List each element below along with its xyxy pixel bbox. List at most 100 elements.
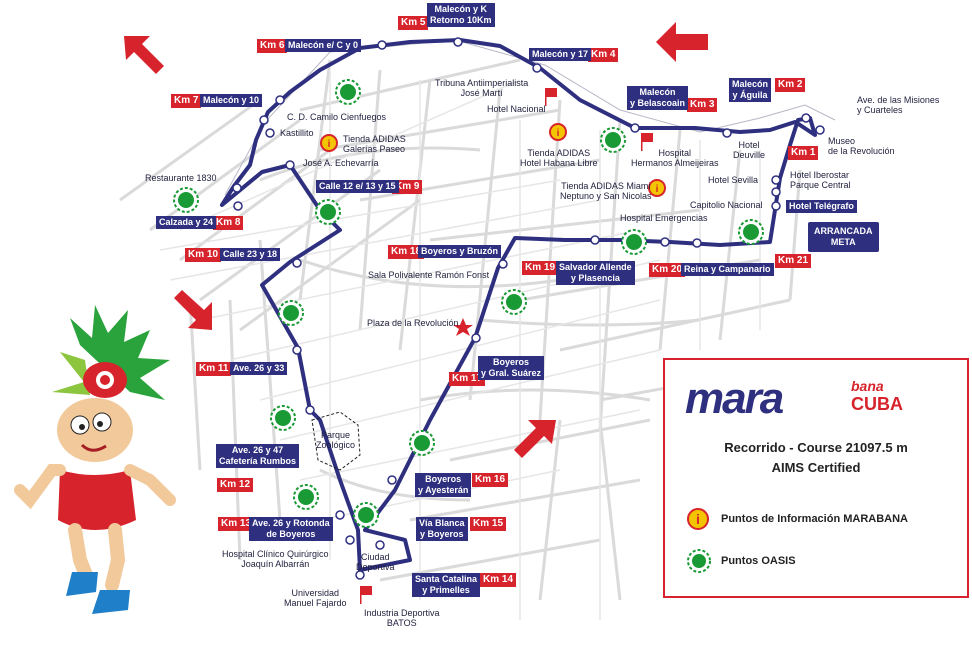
place-sala-polivalente: Sala Polivalente Ramón Fonst	[368, 270, 490, 280]
flag-icon	[641, 133, 653, 151]
route-label-malecon-belascoain: Malecón y Belascoain	[627, 86, 689, 110]
km-marker: Km 16	[472, 473, 509, 487]
arrow-up-right-icon	[514, 420, 556, 458]
oasis-icon	[353, 502, 379, 528]
route-label-malecon-aguila: Malecón y Águila	[729, 78, 772, 102]
route-label-ave26-47: Ave. 26 y 47 Cafetería Rumbos	[216, 444, 300, 468]
place-cd-camilo: C. D. Camilo Cienfuegos	[287, 112, 387, 122]
place-tienda-galerias: Tienda ADIDAS Galerías Paseo	[343, 134, 406, 154]
km-marker: Km 9	[392, 180, 423, 194]
start-finish-label: ARRANCADA META	[808, 222, 879, 252]
oasis-icon	[270, 405, 296, 431]
route-label-reina: Reina y Campanario	[681, 263, 774, 276]
oasis-icon	[335, 79, 361, 105]
km-marker: Km 8	[213, 216, 244, 230]
place-tribuna: Tribuna Antiimperialista José Martí	[435, 78, 529, 98]
legend-info-label: Puntos de Información MARABANA	[721, 513, 908, 525]
route-label-calle-23: Calle 23 y 18	[220, 248, 281, 261]
oasis-icon	[173, 187, 199, 213]
place-plaza: Plaza de la Revolución	[367, 318, 459, 328]
place-hotel-deuville: Hotel Deuville	[733, 140, 766, 160]
oasis-points	[173, 79, 764, 528]
place-hospital-emergencias: Hospital Emergencias	[620, 213, 708, 223]
place-kastillito: Kastillito	[280, 128, 314, 138]
route-label-boyeros-suarez: Boyeros y Gral. Suárez	[478, 356, 545, 380]
oasis-icon	[409, 430, 435, 456]
route-label-ave26-33: Ave. 26 y 33	[230, 362, 288, 375]
course-certification: AIMS Certified	[771, 460, 861, 475]
place-capitolio: Capitolio Nacional	[690, 200, 763, 210]
brand-logo-main: mara	[685, 374, 784, 423]
place-ave-misiones: Ave. de las Misiones y Cuarteles	[857, 95, 940, 115]
brand-logo-sub2: CUBA	[851, 394, 903, 414]
star-icon	[453, 318, 473, 336]
oasis-icon	[738, 219, 764, 245]
place-museo: Museo de la Revolución	[828, 136, 895, 156]
svg-text:i: i	[328, 139, 331, 150]
km-marker: Km 15	[470, 517, 507, 531]
km-marker: Km 20	[649, 263, 686, 277]
direction-arrows	[124, 22, 708, 458]
route-label-calzada-24: Calzada y 24	[156, 216, 217, 229]
flag-icon	[360, 586, 372, 604]
km-marker: Km 7	[171, 94, 202, 108]
route-label-malecon-17: Malecón y 17	[529, 48, 592, 61]
route-label-boyeros-bruzon: Boyeros y Bruzón	[418, 245, 502, 258]
svg-text:i: i	[557, 128, 560, 139]
route-label-malecon-c0: Malecón e/ C y 0	[285, 39, 362, 52]
arrow-left-icon	[656, 22, 708, 62]
km-marker: Km 19	[522, 261, 559, 275]
arrow-down-right-icon	[174, 290, 212, 330]
oasis-icon	[293, 484, 319, 510]
km-marker: Km 10	[185, 248, 222, 262]
route-label-malecon-k: Malecón y K Retorno 10Km	[427, 3, 495, 27]
place-jose-echevarria: José A. Echevarría	[303, 158, 379, 168]
km-marker: Km 6	[257, 39, 288, 53]
km-marker: Km 1	[788, 146, 819, 160]
oasis-icon	[621, 229, 647, 255]
route-label-salvador-allende: Salvador Allende y Plasencia	[556, 261, 635, 285]
oasis-dashed-circle-icon	[687, 549, 711, 573]
brand-logo-sub1: bana	[851, 378, 884, 394]
place-hotel-nacional: Hotel Nacional	[487, 104, 546, 114]
km-marker: Km 17	[449, 372, 486, 386]
flag-markers	[360, 88, 653, 604]
svg-text:i: i	[656, 184, 659, 195]
oasis-icon	[600, 127, 626, 153]
info-circle-icon: i	[320, 134, 338, 152]
arrow-up-left-icon	[124, 36, 164, 74]
legend-panel: mara bana CUBA Recorrido - Course 21097.…	[663, 358, 969, 598]
place-hospital-quirurgico: Hospital Clínico Quirúrgico Joaquín Alba…	[222, 549, 329, 569]
oasis-icon	[501, 289, 527, 315]
route-label-malecon-10: Malecón y 10	[200, 94, 263, 107]
km-marker: Km 14	[480, 573, 517, 587]
oasis-icon	[315, 199, 341, 225]
place-tienda-miami: Tienda ADIDAS Miami Neptuno y San Nicola…	[560, 181, 652, 201]
place-parque-zoologico: Parque Zoológico	[316, 430, 356, 450]
oasis-icon	[278, 300, 304, 326]
place-hotel-iberostar: Hotel Iberostar Parque Central	[790, 170, 851, 190]
place-hospital-almeijeiras: Hospital Hermanos Almeijeiras	[631, 148, 719, 168]
info-points: i i i	[320, 123, 666, 197]
route-label-calle-12: Calle 12 e/ 13 y 15	[316, 180, 399, 193]
route-label-boyeros-ayesteran: Boyeros y Ayesterán	[415, 473, 472, 497]
place-ciudad-deportiva: Ciudad Deportiva	[356, 552, 395, 572]
zoo-outline	[311, 411, 361, 471]
route-waypoints	[232, 37, 825, 580]
place-restaurante-1830: Restaurante 1830	[145, 173, 217, 183]
km-marker: Km 2	[775, 78, 806, 92]
km-marker: Km 21	[775, 254, 812, 268]
km-marker: Km 18	[388, 245, 425, 259]
course-length: Recorrido - Course 21097.5 m	[724, 440, 908, 455]
legend-oasis-label: Puntos OASIS	[721, 555, 796, 567]
route-label-hotel-telegrafo: Hotel Telégrafo	[786, 200, 857, 213]
km-marker: Km 3	[687, 98, 718, 112]
place-industria: Industria Deportiva BATOS	[364, 608, 440, 628]
place-universidad: Universidad Manuel Fajardo	[284, 588, 347, 608]
svg-text:i: i	[696, 511, 700, 527]
place-hotel-sevilla: Hotel Sevilla	[708, 175, 759, 185]
flag-icon	[545, 88, 557, 106]
km-marker: Km 11	[196, 362, 232, 376]
km-marker: Km 5	[398, 16, 429, 30]
km-marker: Km 13	[218, 517, 255, 531]
